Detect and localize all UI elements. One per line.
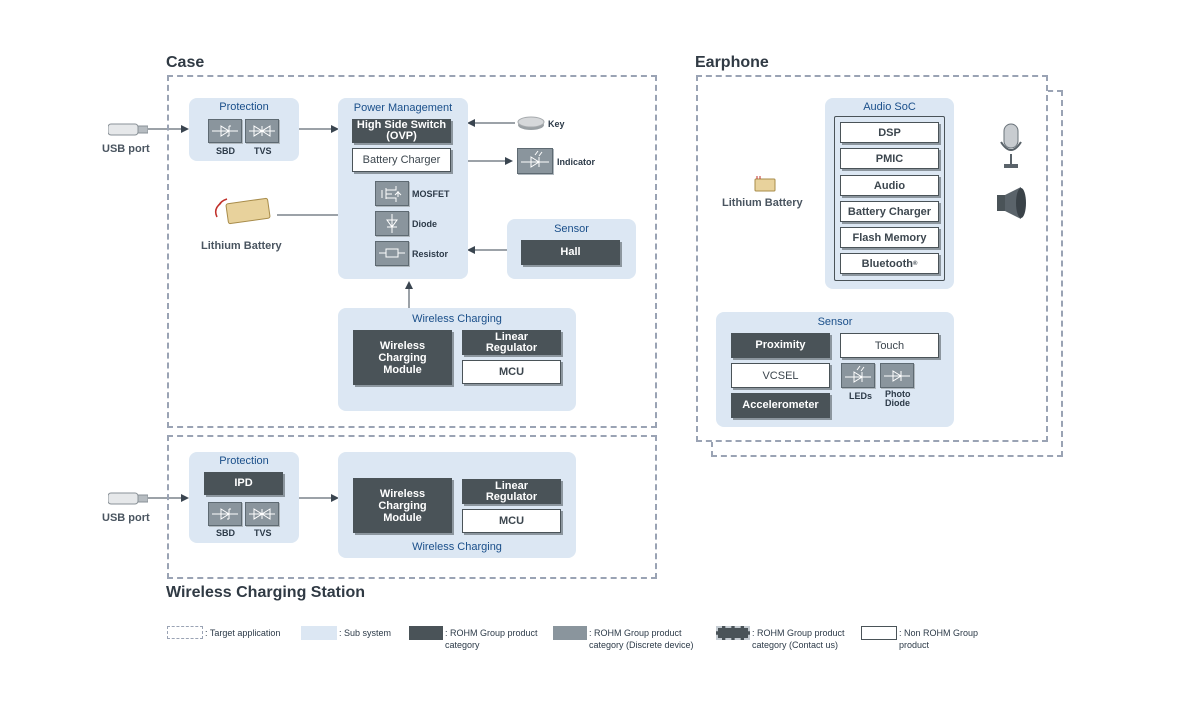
photo-diode-label: Photo Diode (885, 389, 911, 408)
case-sbd-diode-icon (208, 119, 242, 143)
station-wireless-charging-module: Wireless Charging Module (353, 478, 452, 533)
case-title: Case (166, 54, 205, 71)
case-wireless-charging-title: Wireless Charging (412, 313, 502, 325)
station-tvs-label: TVS (254, 528, 272, 538)
ipd-block: IPD (204, 472, 283, 495)
key-label: Key (548, 119, 565, 129)
station-mcu-block: MCU (462, 509, 561, 533)
earphone-battery-charger-block: Battery Charger (840, 201, 939, 222)
bluetooth-label: Bluetooth (861, 257, 913, 270)
station-tvs-diode-icon (245, 502, 279, 526)
audio-block: Audio (840, 175, 939, 196)
microphone-icon (998, 122, 1024, 170)
station-title: Wireless Charging Station (166, 584, 365, 601)
earphone-sensor-title: Sensor (817, 316, 853, 328)
case-wireless-charging-module: Wireless Charging Module (353, 330, 452, 385)
diode-label: Diode (412, 219, 438, 229)
indicator-led-icon (517, 148, 553, 174)
case-frame (167, 75, 657, 428)
case-sbd-label: SBD (216, 146, 236, 156)
resistor-label: Resistor (412, 249, 449, 259)
high-side-switch-block: High Side Switch (OVP) (352, 119, 451, 143)
station-protection-subsystem: Protection (189, 452, 299, 543)
legend-rohm-swatch (409, 626, 443, 640)
resistor-icon (375, 241, 409, 266)
legend-subsystem-label: : Sub system (339, 628, 392, 638)
case-battery-charger-block: Battery Charger (352, 148, 451, 172)
legend-rohm-label: : ROHM Group product category (445, 628, 538, 650)
legend-non-rohm-swatch (861, 626, 897, 640)
mosfet-icon (375, 181, 409, 206)
case-usb-port-label: USB port (102, 143, 150, 155)
accelerometer-block: Accelerometer (731, 393, 830, 418)
case-tvs-diode-icon (245, 119, 279, 143)
station-sbd-label: SBD (216, 528, 236, 538)
touch-sensor-block: Touch (840, 333, 939, 358)
speaker-icon (995, 185, 1029, 221)
station-sbd-diode-icon (208, 502, 242, 526)
station-usb-port-label: USB port (102, 512, 150, 524)
proximity-sensor-block: Proximity (731, 333, 830, 358)
flash-memory-block: Flash Memory (840, 227, 939, 248)
case-protection-subsystem: Protection (189, 98, 299, 161)
case-lithium-battery-label: Lithium Battery (201, 240, 282, 252)
station-protection-title: Protection (219, 455, 269, 467)
bluetooth-registered-mark: ® (912, 260, 918, 267)
case-tvs-label: TVS (254, 146, 272, 156)
station-frame (167, 435, 657, 579)
case-linear-regulator-block: Linear Regulator (462, 330, 561, 355)
case-mcu-block: MCU (462, 360, 561, 384)
key-button-icon (517, 115, 545, 131)
hall-sensor-block: Hall (521, 240, 620, 265)
case-diode-icon (375, 211, 409, 236)
lithium-battery-icon (213, 193, 275, 229)
pmic-block: PMIC (840, 148, 939, 169)
vcsel-block: VCSEL (731, 363, 830, 388)
earphone-lithium-battery-label: Lithium Battery (722, 197, 803, 209)
station-wireless-charging-title: Wireless Charging (412, 541, 502, 553)
legend-discrete-swatch (553, 626, 587, 640)
legend-contact-swatch (716, 626, 750, 640)
earphone-battery-icon (754, 176, 776, 194)
usb-plug-icon (107, 123, 149, 137)
indicator-label: Indicator (557, 157, 596, 167)
bluetooth-block: Bluetooth® (840, 253, 939, 274)
dsp-block: DSP (840, 122, 939, 143)
legend-subsystem-swatch (301, 626, 337, 640)
legend-non-rohm-label: : Non ROHM Group product (899, 628, 979, 650)
leds-label: LEDs (849, 391, 873, 401)
photo-diode-icon (880, 363, 914, 388)
case-protection-title: Protection (219, 101, 269, 113)
legend-target-swatch (167, 626, 203, 639)
station-linear-regulator-block: Linear Regulator (462, 479, 561, 504)
power-management-title: Power Management (353, 102, 453, 114)
leds-icon (841, 363, 875, 388)
legend-target-label: : Target application (205, 628, 281, 638)
case-sensor-title: Sensor (554, 223, 589, 235)
legend-discrete-label: : ROHM Group product category (Discrete … (589, 628, 694, 650)
audio-soc-title: Audio SoC (863, 101, 916, 113)
earphone-title: Earphone (695, 54, 769, 71)
audio-soc-chip-outline (834, 116, 945, 281)
legend-contact-label: : ROHM Group product category (Contact u… (752, 628, 845, 650)
mosfet-label: MOSFET (412, 189, 450, 199)
station-usb-plug-icon (107, 492, 149, 506)
